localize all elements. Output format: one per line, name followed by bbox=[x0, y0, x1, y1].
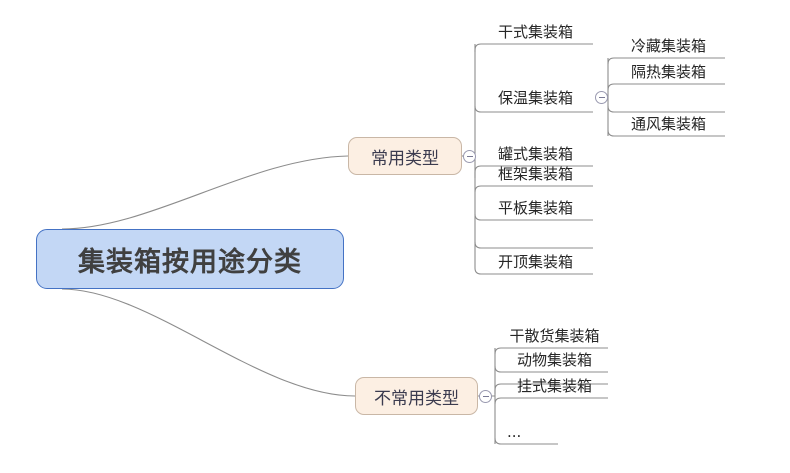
branch-node-uncommon-label: 不常用类型 bbox=[374, 388, 459, 409]
leaf-node-more[interactable]: ... bbox=[507, 423, 522, 441]
leaf-node-dry-bulk[interactable]: 干散货集装箱 bbox=[509, 327, 600, 345]
collapse-toggle-uncommon[interactable] bbox=[479, 390, 492, 403]
leaf-node-insulated[interactable]: 保温集装箱 bbox=[497, 89, 573, 107]
leaf-node-livestock[interactable]: 动物集装箱 bbox=[516, 351, 592, 369]
collapse-toggle-insulated[interactable] bbox=[595, 91, 608, 104]
leaf-node-opentop[interactable]: 开顶集装箱 bbox=[497, 253, 573, 271]
leaf-node-heat-insulated[interactable]: 隔热集装箱 bbox=[630, 63, 706, 81]
root-node[interactable]: 集装箱按用途分类 bbox=[36, 229, 344, 289]
leaf-node-flatrack[interactable]: 平板集装箱 bbox=[497, 199, 573, 217]
leaf-node-reefer[interactable]: 冷藏集装箱 bbox=[630, 37, 706, 55]
collapse-toggle-common[interactable] bbox=[463, 150, 476, 163]
leaf-node-tank[interactable]: 罐式集装箱 bbox=[497, 145, 573, 163]
leaf-node-frame[interactable]: 框架集装箱 bbox=[497, 165, 573, 183]
branch-node-common[interactable]: 常用类型 bbox=[348, 137, 462, 175]
leaf-node-hanger[interactable]: 挂式集装箱 bbox=[516, 377, 592, 395]
leaf-node-dry[interactable]: 干式集装箱 bbox=[497, 23, 573, 41]
branch-node-common-label: 常用类型 bbox=[371, 148, 439, 169]
root-node-label: 集装箱按用途分类 bbox=[78, 246, 302, 278]
leaf-node-ventilated[interactable]: 通风集装箱 bbox=[630, 115, 706, 133]
branch-node-uncommon[interactable]: 不常用类型 bbox=[355, 377, 478, 415]
